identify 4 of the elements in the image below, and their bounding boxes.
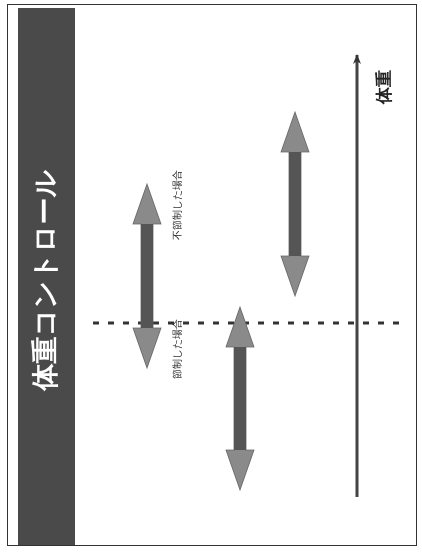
annotation-label: 不節制した場合: [172, 170, 184, 240]
annotation-label: 節制した場合: [172, 319, 184, 379]
axis-label: 体重: [376, 70, 394, 104]
title: 体重コントロール: [31, 170, 61, 390]
